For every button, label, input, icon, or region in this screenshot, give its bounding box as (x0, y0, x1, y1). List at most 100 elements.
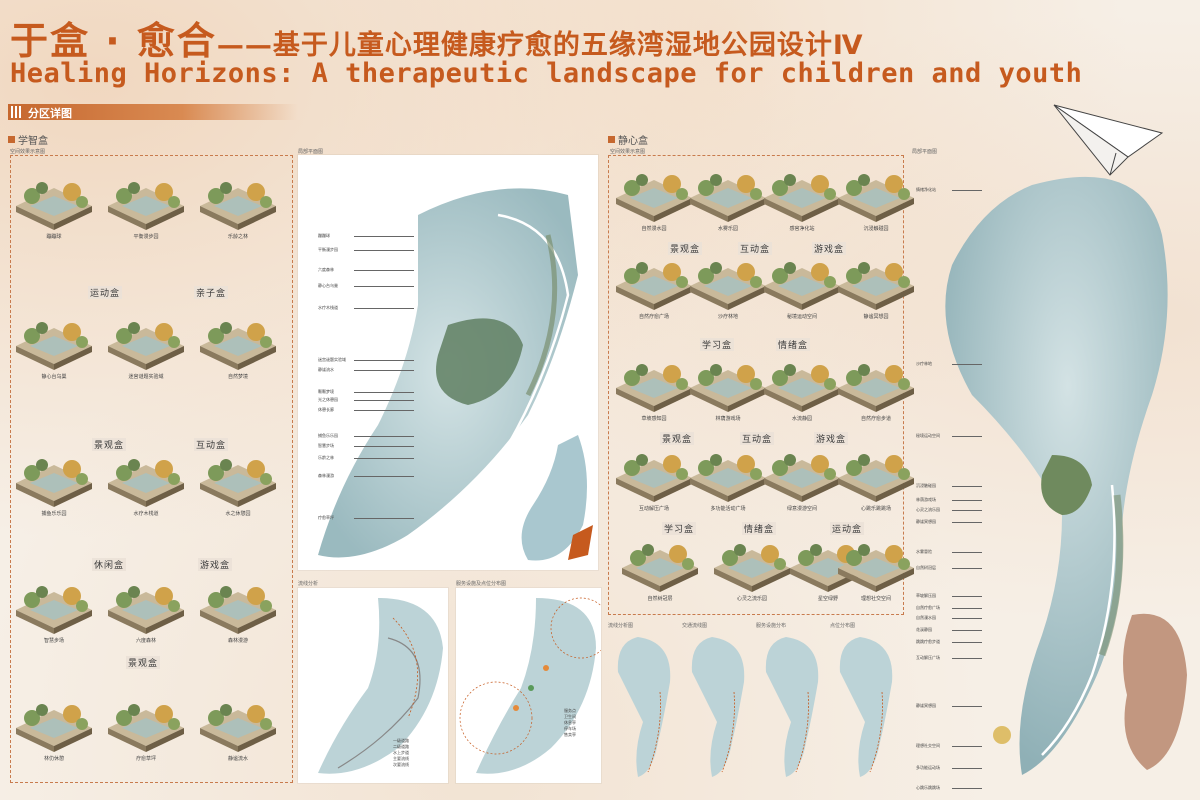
map-leader-line (354, 518, 414, 519)
isometric-block-icon (108, 586, 184, 634)
left-cell: 蹦蹦球 (12, 178, 96, 240)
group-label-left: 学智盒 (8, 132, 48, 147)
left-cell: 六度森林 (104, 582, 188, 644)
map-label: 疗愈草坪 (318, 515, 334, 520)
right-cell: 自然树冠层 (618, 540, 702, 602)
group-label-right: 静心盒 (608, 132, 648, 147)
right-cell-label: 绿意漫游空间 (786, 506, 817, 512)
legend-item: 售卖亭 (564, 732, 576, 737)
map-leader-line (952, 436, 982, 437)
service-map-svg (459, 597, 612, 774)
map-leader-line (952, 510, 982, 511)
left-cell: 智慧步场 (12, 582, 96, 644)
right-cell-label: 自然树冠层 (647, 596, 673, 602)
right-cell: 多功能活动广场 (686, 450, 770, 512)
isometric-block-icon (622, 544, 698, 592)
map-label: 森林漫游 (318, 473, 334, 478)
right-cell-label: 水流静园 (791, 416, 812, 422)
map-label: 乐龄之林 (318, 455, 334, 460)
left-map-svg (318, 188, 593, 561)
isometric-block-icon (16, 322, 92, 370)
left-cell-label: 乐龄之林 (227, 234, 248, 240)
map-leader-line (952, 642, 982, 643)
group-marker-icon (608, 136, 615, 143)
legend-item: 卫生间 (564, 714, 576, 719)
flow-caption: 流线分析 (298, 581, 319, 587)
right-cell-label: 感官净化站 (789, 226, 815, 232)
map-label: 颗颗梦境 (318, 389, 334, 394)
isometric-block-icon (690, 364, 766, 412)
mini-map (617, 637, 671, 777)
map-leader-line (354, 392, 414, 393)
right-cell-label: 心灵之流乐园 (736, 596, 767, 602)
map-leader-line (952, 596, 982, 597)
mini-map (765, 637, 819, 777)
legend-item: 服务点 (564, 708, 576, 713)
right-cell: 秘境运动空间 (760, 258, 844, 320)
left-cell-label: 水之休憩园 (225, 511, 251, 517)
map-label: 自然疗愈广场 (916, 605, 940, 610)
map-label: 跳跳疗愈步道 (916, 639, 940, 644)
right-cell: 草坡感知园 (612, 360, 696, 422)
isometric-block-icon (838, 174, 914, 222)
map-leader-line (952, 500, 982, 501)
isometric-block-icon (764, 454, 840, 502)
left-cell: 捕鱼乐乐园 (12, 455, 96, 517)
map-leader-line (354, 436, 414, 437)
map-label: 水疗木栈道 (318, 305, 338, 310)
right-map-svg (945, 176, 1187, 775)
isometric-block-icon (690, 454, 766, 502)
isometric-block-icon (200, 322, 276, 370)
right-cell: 理想社交空间 (834, 540, 918, 602)
map-label: 沉浸触碰园 (916, 483, 936, 488)
right-cell: 感官净化站 (760, 170, 844, 232)
isometric-block-icon (16, 182, 92, 230)
map-leader-line (354, 236, 414, 237)
right-cell: 水流静园 (760, 360, 844, 422)
right-cell-label: 自然漫水园 (641, 226, 667, 232)
right-cell: 静谧冥想园 (834, 258, 918, 320)
legend-item: 次要流线 (393, 762, 409, 767)
map-label: 静谧冥想园 (916, 703, 936, 708)
mini-map-caption: 交通流线图 (682, 623, 708, 629)
isometric-block-icon (200, 586, 276, 634)
map-label: 捕鱼乐乐园 (318, 433, 338, 438)
section-title: 分区详图 (28, 107, 72, 120)
zone-tag: 学习盒 (662, 522, 697, 535)
left-cell-label: 迷宫谜题实验域 (128, 374, 164, 380)
flow-map-svg (318, 598, 443, 774)
right-cell: 心灵之流乐园 (710, 540, 794, 602)
map-label: 花溪静园 (916, 627, 932, 632)
zone-tag: 景观盒 (92, 438, 127, 451)
map-label: 休憩长廊 (318, 407, 334, 412)
isometric-block-icon (16, 586, 92, 634)
map-leader-line (952, 364, 982, 365)
map-leader-line (952, 486, 982, 487)
left-map-caption: 局部平面图 (298, 149, 324, 155)
map-leader-line (952, 788, 982, 789)
flow-panel: 一级道路二级道路水上步道主要流线次要流线 (298, 588, 448, 783)
left-cell-label: 林仂休憩 (43, 756, 64, 762)
map-label: 智慧步场 (318, 443, 334, 448)
right-cell-label: 草坡感知园 (641, 416, 667, 422)
zone-tag: 游戏盒 (814, 432, 849, 445)
right-cell: 林荫游戏场 (686, 360, 770, 422)
right-cell: 自然疗愈广场 (612, 258, 696, 320)
isometric-block-icon (838, 454, 914, 502)
map-label: 自然树冠层 (916, 565, 936, 570)
zone-tag: 情绪盒 (776, 338, 811, 351)
right-cell: 心跳乐跳跳场 (834, 450, 918, 512)
map-leader-line (952, 768, 982, 769)
mini-map (691, 637, 745, 777)
left-cell-label: 智慧步场 (43, 638, 64, 644)
map-label: 沙疗林地 (916, 361, 932, 366)
right-cell: 自然疗愈步道 (834, 360, 918, 422)
map-label: 草坡解压园 (916, 593, 936, 598)
title-main: 于盒 · 愈合 (10, 19, 217, 63)
section-header: 分区详图 (8, 104, 298, 120)
left-cell: 平衡漫步园 (104, 178, 188, 240)
right-cell: 水雾乐园 (686, 170, 770, 232)
left-dashed-frame (10, 155, 293, 783)
left-cell-label: 蹦蹦球 (46, 234, 62, 240)
left-cell-label: 自然梦境 (227, 374, 248, 380)
